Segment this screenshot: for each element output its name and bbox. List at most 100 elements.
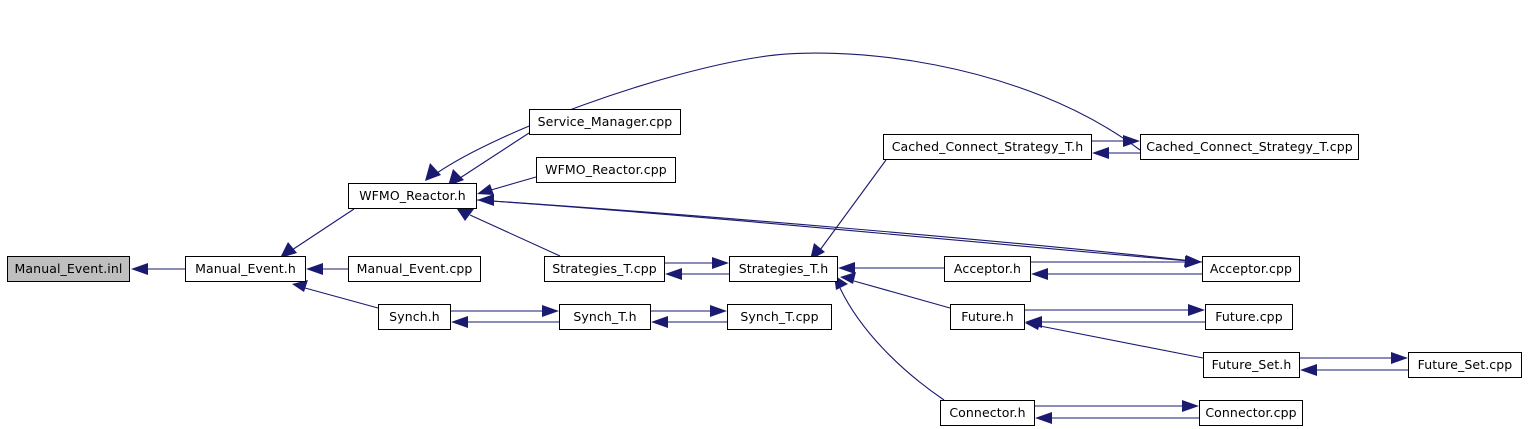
edge-acceptor_cpp-to-acceptor_h [1031, 268, 1202, 280]
arrow-head [425, 163, 441, 181]
graph-node-label: Synch.h [389, 308, 440, 324]
graph-node-label: Future_Set.h [1211, 356, 1292, 372]
arrow-head [542, 305, 559, 317]
arrow-head [1184, 255, 1202, 267]
arrow-head [477, 194, 494, 206]
graph-node-label: Acceptor.cpp [1209, 260, 1293, 276]
graph-node-label: Synch_T.cpp [740, 308, 819, 324]
graph-node-synch_h[interactable]: Synch.h [378, 304, 451, 330]
edge-synch_h-to-synch_t_h [451, 305, 559, 317]
edge-synch_h-to-manual_event_h [292, 280, 379, 309]
arrow-head [451, 316, 468, 328]
graph-node-label: Service_Manager.cpp [537, 113, 673, 129]
arrow-head [280, 242, 297, 258]
arrow-head [665, 268, 682, 280]
edge-synch_t_h-to-synch_t_cpp [651, 305, 727, 317]
edge-manual_event_h-to-manual_event_inl [131, 263, 185, 275]
graph-node-future_cpp[interactable]: Future.cpp [1205, 304, 1293, 330]
edge-future_set_h-to-future_set_cpp [1300, 352, 1408, 364]
arrow-head [1188, 304, 1205, 316]
graph-node-label: Synch_T.h [573, 308, 637, 324]
arrow-head [477, 184, 494, 195]
edge-wfmo_reactor_cpp-to-wfmo_reactor_h [477, 176, 537, 195]
arrow-head [810, 243, 825, 260]
graph-node-label: Strategies_T.h [738, 260, 829, 276]
graph-node-acceptor_h[interactable]: Acceptor.h [944, 256, 1031, 282]
graph-node-label: Manual_Event.h [195, 260, 296, 276]
edge-wfmo_reactor_h-to-acceptor_cpp [476, 199, 1202, 267]
edge-synch_t_cpp-to-synch_t_h [651, 316, 727, 328]
arrow-head [1092, 147, 1109, 159]
arrow-head [1031, 268, 1048, 280]
graph-node-manual_event_cpp[interactable]: Manual_Event.cpp [348, 256, 481, 282]
edge-future_h-to-future_cpp [1025, 304, 1205, 316]
graph-node-label: Acceptor.h [953, 260, 1022, 276]
graph-node-future_h[interactable]: Future.h [950, 304, 1025, 330]
edge-strategies_t_h-to-strategies_t_cpp [665, 268, 729, 280]
graph-node-service_manager_cpp[interactable]: Service_Manager.cpp [529, 109, 681, 135]
edge-wfmo_reactor_h-to-manual_event_h [280, 208, 355, 258]
edge-cached_connect_strategy_t_cpp-to-wfmo_reactor_h [425, 52, 1141, 181]
graph-node-label: Strategies_T.cpp [552, 260, 657, 276]
graph-node-label: WFMO_Reactor.h [359, 187, 466, 203]
graph-node-label: Future.cpp [1215, 308, 1283, 324]
edge-service_manager_cpp-to-wfmo_reactor_h [448, 132, 530, 186]
arrow-head [651, 316, 668, 328]
arrow-head [712, 257, 729, 269]
edge-synch_t_h-to-synch_h [451, 316, 559, 328]
graph-node-label: Manual_Event.inl [14, 260, 123, 276]
graph-node-cached_connect_strategy_t_cpp[interactable]: Cached_Connect_Strategy_T.cpp [1140, 134, 1359, 160]
arrow-head [1123, 135, 1140, 147]
arrow-head [1391, 352, 1408, 364]
edge-acceptor_h-to-strategies_t_h [838, 262, 944, 274]
graph-node-acceptor_cpp[interactable]: Acceptor.cpp [1202, 256, 1300, 282]
edge-connector_cpp-to-connector_h [1035, 412, 1199, 424]
graph-node-strategies_t_cpp[interactable]: Strategies_T.cpp [544, 256, 665, 282]
arrow-head [840, 272, 856, 284]
graph-node-synch_t_cpp[interactable]: Synch_T.cpp [727, 304, 832, 330]
edge-manual_event_cpp-to-manual_event_h [306, 263, 348, 275]
edge-acceptor_cpp-to-wfmo_reactor_h [477, 194, 1203, 263]
graph-node-label: Connector.h [949, 404, 1026, 420]
arrow-head [1300, 364, 1317, 376]
graph-node-strategies_t_h[interactable]: Strategies_T.h [729, 256, 838, 282]
edge-cached_connect_strategy_t_h-to-cached_connect_strategy_t_cpp [1092, 135, 1140, 147]
graph-node-wfmo_reactor_h[interactable]: WFMO_Reactor.h [348, 183, 477, 209]
arrow-head [306, 263, 323, 275]
graph-node-cached_connect_strategy_t_h[interactable]: Cached_Connect_Strategy_T.h [883, 134, 1092, 160]
graph-node-label: WFMO_Reactor.cpp [545, 161, 667, 177]
arrow-head [838, 262, 855, 274]
graph-node-label: Future_Set.cpp [1417, 356, 1513, 372]
arrow-head [292, 280, 308, 292]
graph-node-label: Cached_Connect_Strategy_T.h [891, 138, 1084, 154]
edge-cached_connect_strategy_t_h-to-strategies_t_h [810, 159, 887, 260]
graph-node-connector_h[interactable]: Connector.h [940, 400, 1035, 426]
edge-future_set_h-to-future_h [1025, 318, 1204, 359]
arrow-head [1182, 400, 1199, 412]
graph-node-label: Cached_Connect_Strategy_T.cpp [1146, 138, 1353, 154]
graph-node-manual_event_inl[interactable]: Manual_Event.inl [7, 256, 130, 282]
graph-node-future_set_h[interactable]: Future_Set.h [1203, 352, 1300, 378]
edge-connector_h-to-connector_cpp [1035, 400, 1199, 412]
arrow-head [1035, 412, 1052, 424]
graph-node-wfmo_reactor_cpp[interactable]: WFMO_Reactor.cpp [536, 157, 676, 183]
graph-node-manual_event_h[interactable]: Manual_Event.h [185, 256, 306, 282]
arrow-head [457, 209, 474, 221]
edge-future_cpp-to-future_h [1025, 316, 1205, 328]
arrow-head [131, 263, 148, 275]
edge-strategies_t_cpp-to-wfmo_reactor_h [457, 209, 561, 257]
graph-node-label: Connector.cpp [1205, 404, 1297, 420]
graph-node-connector_cpp[interactable]: Connector.cpp [1199, 400, 1303, 426]
edge-acceptor_h-to-acceptor_cpp [1031, 256, 1202, 268]
arrow-head [448, 169, 464, 186]
edge-future_h-to-strategies_t_h [840, 272, 951, 309]
graph-node-label: Manual_Event.cpp [356, 260, 473, 276]
arrow-head [1025, 318, 1042, 330]
graph-node-synch_t_h[interactable]: Synch_T.h [559, 304, 651, 330]
graph-node-future_set_cpp[interactable]: Future_Set.cpp [1408, 352, 1522, 378]
edge-future_set_cpp-to-future_set_h [1300, 364, 1408, 376]
edge-connector_h-to-strategies_t_h [834, 275, 945, 401]
graph-node-label: Future.h [961, 308, 1014, 324]
